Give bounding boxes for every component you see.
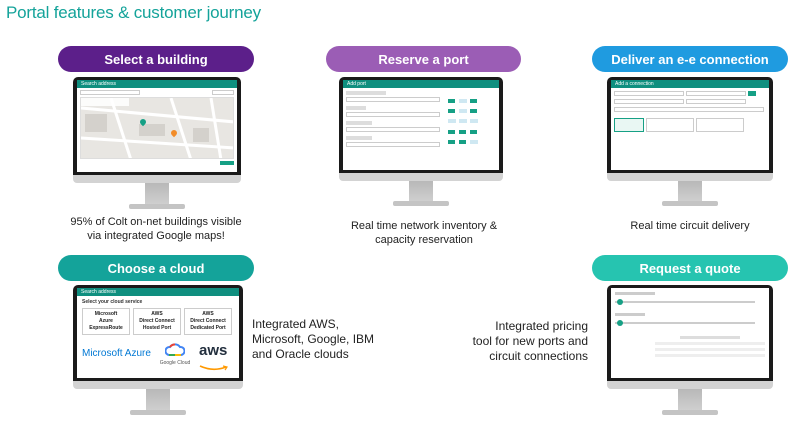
reserve-port-pill: Reserve a port — [326, 46, 521, 72]
b-end-port-select[interactable] — [614, 99, 684, 104]
choose-cloud-pill: Choose a cloud — [58, 255, 254, 281]
screen-quote — [611, 288, 769, 378]
add-a-end-button[interactable] — [748, 91, 756, 96]
building-caption-line-1: 95% of Colt on-net buildings visible — [70, 216, 242, 228]
port-caption: Real time network inventory & capacity r… — [324, 219, 524, 247]
app-header: Search address — [77, 288, 239, 296]
cloud-option-azure[interactable]: Microsoft Azure ExpressRoute — [82, 308, 130, 335]
price-option-2[interactable] — [646, 118, 694, 132]
screen-building: Search address — [77, 80, 237, 172]
address-search-input[interactable] — [80, 90, 140, 95]
monitor-cloud: Search address Select your cloud service… — [73, 285, 243, 417]
building-caption-line-2: via integrated Google maps! — [87, 230, 225, 242]
bandwidth-select[interactable] — [614, 107, 764, 112]
cloud-side-text: Integrated AWS, Microsoft, Google, IBM a… — [252, 317, 412, 362]
option-line: Hosted Port — [142, 325, 172, 331]
a-end-vlan-input[interactable] — [686, 91, 746, 96]
price-table — [655, 336, 765, 357]
app-header: Add a connection — [611, 80, 769, 88]
quote-side-text: Integrated pricing tool for new ports an… — [460, 319, 588, 364]
screen-port: Add port — [343, 80, 499, 170]
cloud-side-line-2: Microsoft, Google, IBM — [252, 332, 375, 346]
microsoft-azure-logo: Microsoft Azure — [82, 348, 151, 359]
app-header: Add port — [343, 80, 499, 88]
option-line: Azure — [99, 318, 113, 324]
option-line: ExpressRoute — [89, 325, 123, 331]
building-caption: 95% of Colt on-net buildings visible via… — [56, 215, 256, 243]
quote-side-line-2: tool for new ports and — [472, 334, 588, 348]
map-filter[interactable] — [212, 90, 234, 95]
connector-type-select[interactable] — [346, 127, 440, 132]
screen-cloud: Search address Select your cloud service… — [77, 288, 239, 378]
monitor-quote — [607, 285, 773, 417]
quote-side-line-3: circuit connections — [489, 349, 588, 363]
request-quote-pill: Request a quote — [592, 255, 788, 281]
commitment-slider[interactable] — [615, 320, 765, 326]
quote-side-line-1: Integrated pricing — [495, 319, 588, 333]
google-cloud-icon — [164, 343, 186, 356]
connection-caption-line-1: Real time circuit delivery — [630, 220, 750, 232]
aws-smile-icon — [199, 365, 228, 371]
cloud-side-line-1: Integrated AWS, — [252, 317, 339, 331]
cloud-option-aws-hosted[interactable]: AWS Direct Connect Hosted Port — [133, 308, 181, 335]
option-line: AWS — [202, 311, 214, 317]
cloud-heading: Select your cloud service — [82, 299, 143, 305]
a-end-port-select[interactable] — [614, 91, 684, 96]
select-building-button[interactable] — [220, 161, 234, 165]
option-line: Direct Connect — [190, 318, 226, 324]
port-bandwidth-select[interactable] — [346, 142, 440, 147]
aws-text: aws — [199, 342, 228, 359]
cloud-option-aws-dedicated[interactable]: AWS Direct Connect Dedicated Port — [184, 308, 232, 335]
bandwidth-slider[interactable] — [615, 299, 765, 305]
interface-select[interactable] — [346, 112, 440, 117]
capacity-grid — [448, 91, 478, 147]
aws-logo: aws — [199, 343, 233, 376]
screen-connection: Add a connection — [611, 80, 769, 170]
google-cloud-text: Google Cloud — [159, 360, 191, 366]
port-name-input[interactable] — [346, 97, 440, 102]
deliver-connection-pill: Deliver an e-e connection — [592, 46, 788, 72]
option-line: Direct Connect — [139, 318, 175, 324]
option-line: AWS — [151, 311, 163, 317]
price-option-3[interactable] — [696, 118, 744, 132]
google-cloud-logo: Google Cloud — [155, 343, 195, 366]
google-map[interactable] — [80, 97, 234, 159]
monitor-port: Add port — [339, 77, 503, 207]
monitor-building: Search address — [73, 77, 241, 209]
b-end-vlan-input[interactable] — [686, 99, 746, 104]
connection-caption: Real time circuit delivery — [590, 219, 790, 233]
price-option-1[interactable] — [614, 118, 644, 132]
cloud-side-line-3: and Oracle clouds — [252, 347, 349, 361]
port-caption-line-2: capacity reservation — [375, 234, 473, 246]
app-header: Search address — [77, 80, 237, 88]
page-title: Portal features & customer journey — [6, 3, 261, 22]
port-caption-line-1: Real time network inventory & — [350, 220, 498, 232]
option-line: Microsoft — [94, 311, 118, 317]
select-building-pill: Select a building — [58, 46, 254, 72]
option-line: Dedicated Port — [190, 325, 226, 331]
monitor-connection: Add a connection — [607, 77, 773, 207]
